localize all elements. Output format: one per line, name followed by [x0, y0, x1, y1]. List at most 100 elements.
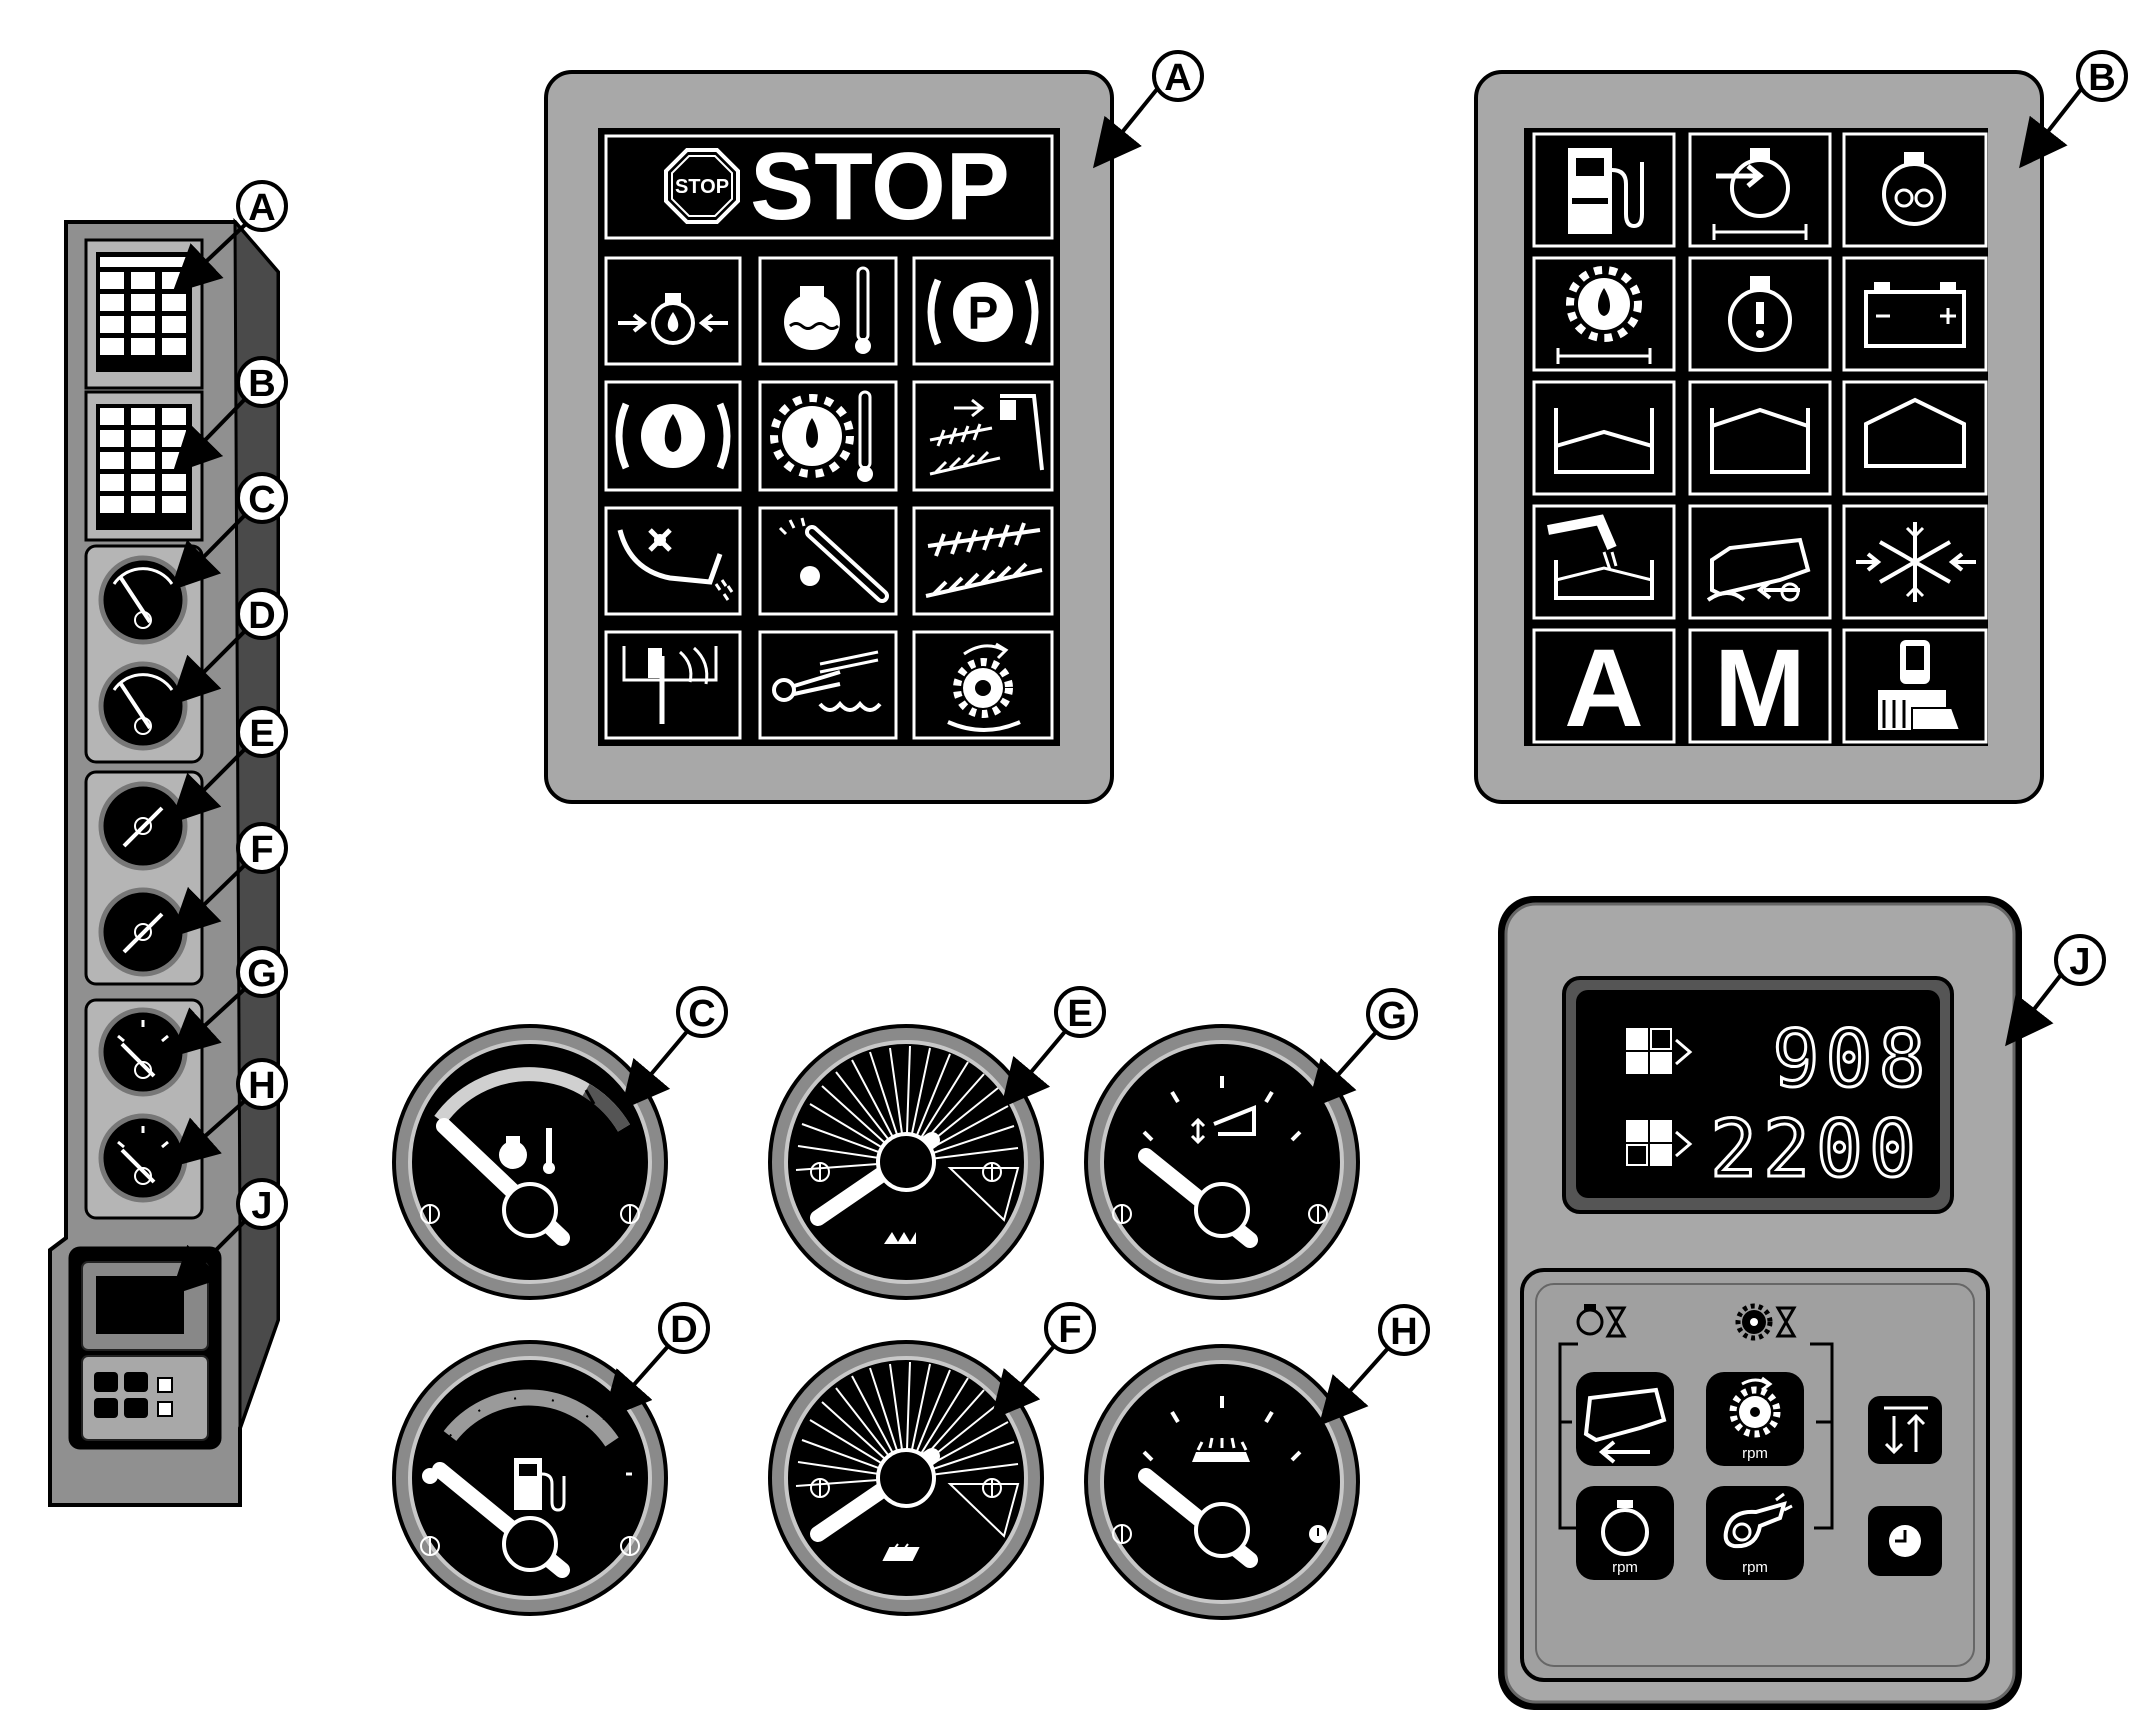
callout-badge-j: J: [2054, 934, 2106, 986]
callout-label: D: [670, 1309, 697, 1351]
callout-leader-d: [602, 1342, 672, 1420]
console-gauge-c: [98, 555, 188, 645]
hydraulic-oil-temperature-gauge: [1084, 1024, 1360, 1300]
callout-badge-j-left: J: [236, 1178, 288, 1230]
callout-label: J: [251, 1185, 272, 1227]
park-brake-icon: P: [912, 256, 1054, 366]
callout-label: C: [688, 993, 715, 1035]
callout-badge-c: C: [676, 986, 728, 1038]
svg-text:P: P: [968, 287, 999, 339]
grain-tank-full-icon: [1842, 380, 1988, 496]
callout-badge-a-left: A: [236, 180, 288, 232]
straw-chopper-icon: [758, 630, 898, 740]
callout-label: B: [2088, 57, 2115, 99]
callout-badge-d-left: D: [236, 588, 288, 640]
belt-slip-icon: [758, 506, 898, 616]
callout-label: A: [1164, 57, 1191, 99]
callout-label: H: [248, 1065, 275, 1107]
display-top-readout: 908: [1773, 1015, 1932, 1105]
fuel-level-icon: [1532, 132, 1676, 248]
rpm-label: rpm: [1612, 1559, 1638, 1576]
callout-label: H: [1390, 1311, 1417, 1353]
callout-leader-e: [1000, 1026, 1070, 1109]
separator-hourglass-icon: [1735, 1303, 1797, 1341]
callout-badge-f: F: [1044, 1302, 1096, 1354]
callout-label: A: [248, 187, 275, 229]
rpm-label: rpm: [1742, 1445, 1768, 1462]
console-module-a: [84, 238, 204, 390]
callout-badge-b: B: [2076, 50, 2128, 102]
callout-badge-h: H: [1378, 1304, 1430, 1356]
unloading-auger-icon: [1532, 504, 1676, 620]
air-filter-icon: [1842, 132, 1988, 248]
grain-tank-quarter-icon: [1532, 380, 1676, 496]
callout-label: E: [1067, 993, 1092, 1035]
combine-reverse-icon: [1688, 504, 1832, 620]
callout-leader-j: [2005, 974, 2062, 1047]
callout-label: C: [248, 479, 275, 521]
fuel-level-gauge: [392, 1340, 668, 1616]
header-height-icon: [604, 630, 742, 740]
battery-charge-icon: [1842, 256, 1988, 372]
engine-rpm-key[interactable]: rpm: [1576, 1486, 1674, 1580]
console-gauge-d: [98, 661, 188, 751]
callout-leader-g: [1306, 1028, 1380, 1110]
callout-label: G: [247, 953, 277, 995]
callout-label: B: [248, 363, 275, 405]
feeder-house-reverse-icon: [912, 380, 1054, 492]
callout-badge-b-left: B: [236, 356, 288, 408]
manual-mode-icon: M: [1688, 627, 1832, 750]
stop-title: STOP: [750, 133, 1010, 240]
callout-label: F: [1058, 1309, 1081, 1351]
stop-sign-icon: [664, 148, 740, 224]
engine-oil-pressure-icon: [604, 256, 742, 366]
console-gauge-e: [98, 781, 188, 871]
fan-rpm-key[interactable]: rpm: [1706, 1486, 1804, 1580]
rotor-speed-icon: [912, 630, 1054, 740]
indicator-panel-a: STOP STOP P: [544, 70, 1114, 804]
digital-display-j: 908 2200: [1498, 896, 2022, 1710]
console-gauge-h: [98, 1113, 188, 1203]
callout-badge-a: A: [1152, 50, 1204, 102]
rpm-label: rpm: [1742, 1559, 1768, 1576]
indicator-panel-b: A M: [1474, 70, 2044, 804]
grain-tank-half-icon: [1688, 380, 1832, 496]
callout-leader-a: [1092, 86, 1160, 169]
air-conditioning-icon: [1842, 504, 1988, 620]
callout-label: D: [248, 595, 275, 637]
callout-leader-b: [2019, 86, 2084, 169]
display-bottom-readout: 2200: [1710, 1105, 1922, 1195]
operator-presence-icon: [1842, 628, 1988, 744]
callout-badge-e: E: [1054, 986, 1106, 1038]
callout-leader-c: [620, 1026, 692, 1111]
left-console-callouts: [170, 220, 250, 1296]
callout-label: J: [2069, 941, 2090, 983]
callout-badge-g-left: G: [236, 946, 288, 998]
ground-speed-gauge: [768, 1340, 1044, 1616]
cleaning-shoe-icon: [912, 506, 1054, 616]
transmission-filter-icon: [1532, 256, 1676, 372]
engine-speed-tachometer: [768, 1024, 1044, 1300]
callout-label: F: [250, 829, 273, 871]
engine-warning-icon: [1688, 256, 1832, 372]
separator-rpm-key[interactable]: rpm: [1706, 1372, 1804, 1466]
console-gauge-g: [98, 1007, 188, 1097]
callout-badge-g: G: [1366, 988, 1418, 1040]
engine-hourglass-icon: [1576, 1304, 1627, 1338]
stop-badge-label: STOP: [675, 176, 729, 198]
callout-badge-h-left: H: [236, 1058, 288, 1110]
callout-leader-f: [990, 1342, 1058, 1421]
console-module-j: [68, 1246, 222, 1450]
automatic-mode-icon: A: [1532, 627, 1676, 750]
reel-height-key[interactable]: [1868, 1396, 1942, 1464]
callout-badge-d: D: [658, 1302, 710, 1354]
manual-mode-letter: M: [1714, 627, 1806, 750]
clock-key[interactable]: [1868, 1506, 1942, 1576]
transmission-oil-temperature-icon: [758, 380, 898, 492]
combine-travel-key[interactable]: [1576, 1372, 1674, 1466]
engine-coolant-temperature-icon: [758, 256, 898, 366]
engine-filter-restriction-icon: [1688, 132, 1832, 248]
automatic-mode-letter: A: [1564, 627, 1643, 750]
